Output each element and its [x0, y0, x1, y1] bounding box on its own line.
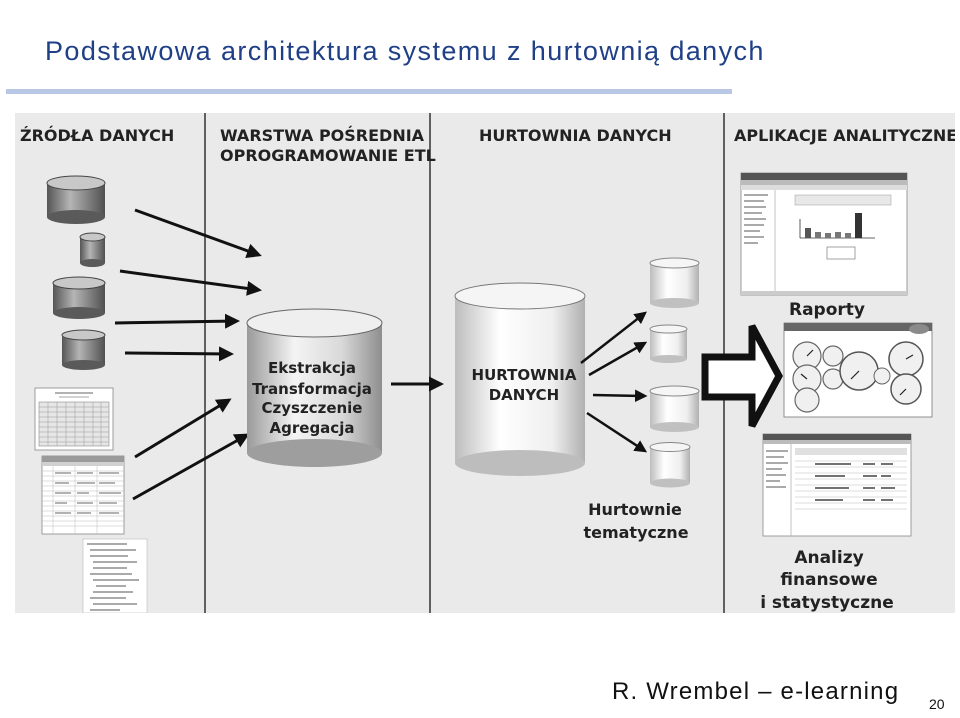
source-database-cylinder [79, 232, 106, 267]
etl-cylinder: Ekstrakcja Transformacja Czyszczenie Agr… [246, 308, 383, 467]
footer-author: R. Wrembel – e-learning [612, 678, 900, 705]
source-table-document [34, 387, 114, 451]
heading-analytics: APLIKACJE ANALITYCZNE [734, 126, 955, 145]
slide-title: Podstawowa architektura systemu z hurtow… [45, 36, 765, 66]
source-database-cylinder [46, 175, 106, 224]
heading-etl-line1: WARSTWA POŚREDNIA [220, 126, 425, 145]
datamarts-label-line1: Hurtownie [588, 500, 682, 519]
analysis-label-line2: finansowe [780, 570, 877, 590]
warehouse-cylinder: HURTOWNIA DANYCH [454, 282, 586, 476]
heading-warehouse: HURTOWNIA DANYCH [479, 126, 672, 145]
heading-etl-line2: OPROGRAMOWANIE ETL [220, 146, 436, 165]
datamart-cylinder [649, 442, 691, 488]
source-database-cylinder [52, 276, 106, 319]
etl-step-cleaning: Czyszczenie [262, 399, 363, 417]
datamarts-label-line2: tematyczne [583, 523, 688, 542]
report-screenshot [740, 172, 908, 296]
analysis-label-line1: Analizy [794, 548, 863, 568]
page-number: 20 [929, 696, 945, 712]
title-underline [6, 89, 732, 94]
warehouse-to-datamart-arrows [580, 311, 648, 453]
warehouse-label-line2: DANYCH [489, 386, 560, 404]
financial-analysis-screenshot [762, 433, 912, 537]
datamarts-to-apps-hollow-arrow [701, 324, 783, 428]
architecture-diagram: ŹRÓDŁA DANYCH WARSTWA POŚREDNIA OPROGRAM… [15, 113, 957, 614]
source-spreadsheet-screenshot [41, 455, 125, 535]
source-xml-document [82, 538, 148, 614]
warehouse-label-line1: HURTOWNIA [472, 366, 577, 384]
datamart-cylinder [649, 385, 700, 432]
reports-label: Raporty [789, 300, 865, 320]
dashboard-gauges-screenshot [783, 322, 933, 418]
datamart-cylinder [649, 324, 688, 363]
analysis-label-line3: i statystyczne [760, 593, 894, 613]
etl-step-transformation: Transformacja [252, 380, 372, 398]
source-to-etl-arrows [114, 208, 262, 501]
etl-step-extraction: Ekstrakcja [268, 359, 356, 377]
heading-sources: ŹRÓDŁA DANYCH [20, 126, 174, 145]
datamart-cylinder [649, 257, 700, 308]
source-database-cylinder [61, 329, 106, 370]
etl-step-aggregation: Agregacja [270, 419, 355, 437]
